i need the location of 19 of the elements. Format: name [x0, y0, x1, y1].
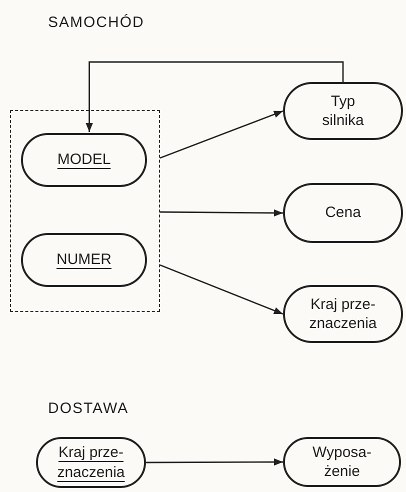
arrow: [160, 264, 284, 315]
node-text: Cena: [325, 203, 361, 223]
arrow: [160, 110, 284, 159]
arrow: [160, 209, 283, 217]
rounded-node: [36, 437, 146, 488]
node-text: Kraj prze- znaczenia: [56, 443, 126, 482]
node-text: NUMER: [56, 250, 112, 270]
rounded-node: [283, 437, 401, 487]
node-text: Typ silnika: [321, 92, 365, 130]
arrow: [146, 458, 283, 466]
section-heading: SAMOCHÓD: [48, 14, 144, 31]
node-text: MODEL: [57, 150, 111, 170]
arrow: [86, 61, 344, 132]
node-text: Wyposa- żenie: [311, 442, 373, 482]
section-heading: DOSTAWA: [48, 400, 129, 417]
rounded-node: [21, 133, 147, 187]
dashed-group-box: [10, 110, 160, 312]
node-text: Kraj prze- znaczenia: [308, 294, 378, 334]
rounded-node: [21, 233, 147, 287]
